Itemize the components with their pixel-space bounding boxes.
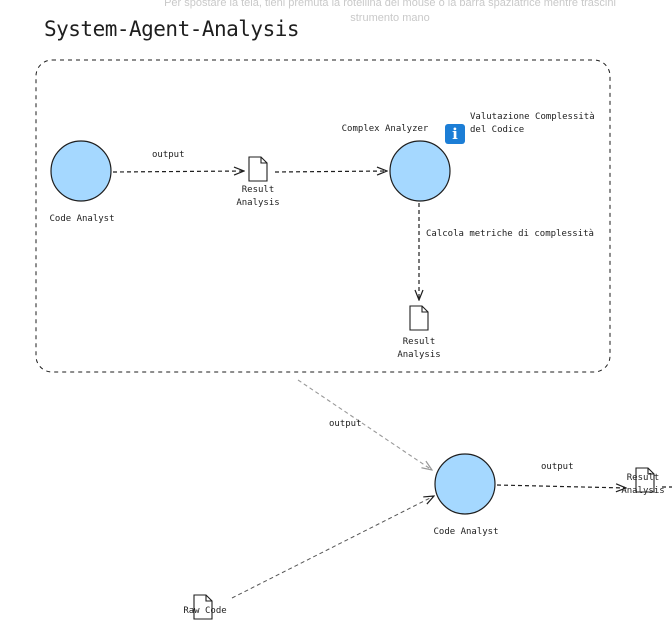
complex-analyzer-node[interactable] [389, 140, 451, 202]
document-icon[interactable] [193, 594, 213, 620]
complex-analyzer-label: Complex Analyzer [341, 124, 429, 134]
result-label-2-line-2: Analysis [397, 350, 441, 360]
code-analyst-top-label: Code Analyst [49, 214, 115, 224]
document-icon[interactable] [409, 305, 429, 331]
edge-result-to-complex-analyzer[interactable] [274, 171, 387, 172]
agent-group-frame[interactable] [35, 59, 611, 373]
edge-raw-code-to-code-analyst[interactable] [231, 496, 434, 599]
document-icon[interactable] [635, 467, 655, 493]
code-analyst-node-top[interactable] [50, 140, 112, 202]
edge-code-analyst-to-result-bottom[interactable] [496, 485, 626, 488]
raw-code-label: Raw Code [183, 606, 227, 616]
document-icon[interactable] [248, 156, 268, 182]
result-label-1-line-1: Result [241, 185, 275, 195]
code-analyst-node-bottom[interactable] [434, 453, 496, 515]
complex-note-line-2: del Codice [470, 125, 525, 135]
result-label-3-line-2: Analysis [621, 486, 665, 496]
edge-label-output-bottom: output [541, 462, 574, 472]
code-analyst-bottom-label: Code Analyst [433, 527, 499, 537]
hint-line-2: strumento mano [350, 12, 430, 24]
edge-code-analyst-to-result[interactable] [112, 171, 244, 172]
edge-group-to-code-analyst[interactable] [297, 379, 432, 470]
complex-note-line-1: Valutazione Complessità [470, 112, 595, 122]
result-label-2-line-1: Result [402, 337, 436, 347]
result-label-1-line-2: Analysis [236, 198, 280, 208]
diagram-title[interactable]: System-Agent-Analysis [44, 17, 300, 41]
edge-label-output-top: output [152, 150, 185, 160]
edge-label-calcola: Calcola metriche di complessità [426, 229, 594, 239]
edge-label-output-middle: output [329, 419, 362, 429]
hint-line-1: Per spostare la tela, tieni premuta la r… [164, 0, 616, 9]
result-label-3-line-1: Result [626, 473, 660, 483]
info-icon[interactable]: i [445, 124, 465, 144]
